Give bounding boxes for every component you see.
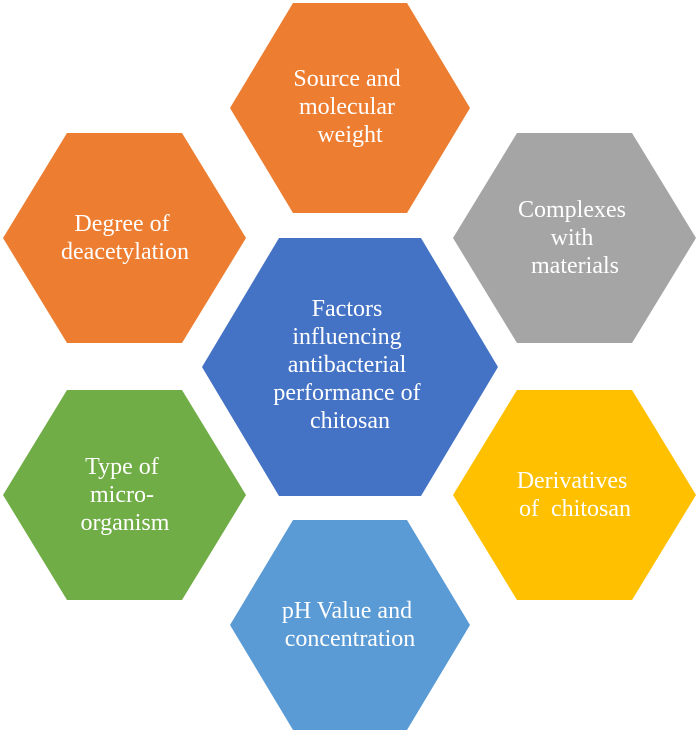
factor-hexagon-source: Source and molecular weight [230, 3, 470, 213]
factor-hexagon-derivatives: Derivatives of chitosan [453, 390, 696, 600]
factor-complexes-label: Complexes with materials [518, 197, 632, 279]
factor-microorganism-label: Type of micro- organism [81, 454, 170, 536]
factor-label-line: Derivatives [517, 468, 628, 494]
factor-label-line: Degree of [74, 211, 169, 237]
factor-deacetylation-label: Degree of deacetylation [61, 211, 189, 265]
factor-hexagon-deacetylation: Degree of deacetylation [3, 133, 246, 343]
factor-label-line: concentration [285, 626, 416, 652]
factor-microorganism-shape [3, 390, 246, 600]
factor-deacetylation-shape [3, 133, 246, 343]
factor-complexes-shape [453, 133, 696, 343]
center-label-line: antibacterial [288, 352, 407, 378]
factor-label-line: with [551, 225, 594, 251]
factor-label-line: Complexes [518, 197, 626, 223]
center-hexagon: Factors influencing antibacterial perfor… [202, 238, 498, 496]
factor-derivatives-shape [453, 390, 696, 600]
factor-label-line: deacetylation [61, 239, 189, 265]
factor-label-line: molecular [299, 94, 395, 120]
factor-label-line: Type of [85, 454, 159, 480]
center-label-line: influencing [292, 324, 401, 350]
factor-label-line: of chitosan [519, 496, 631, 522]
factor-label-line: weight [317, 122, 383, 148]
center-label-line: chitosan [310, 408, 390, 434]
factor-label-line: Source and [293, 66, 400, 92]
center-label-line: Factors [312, 296, 383, 322]
center-label-line: performance of [273, 380, 420, 406]
center-hexagon-shape [202, 238, 498, 496]
factor-ph-label: pH Value and concentration [282, 598, 418, 652]
factor-hexagon-microorganism: Type of micro- organism [3, 390, 246, 600]
factor-source-shape [230, 3, 470, 213]
factor-hexagon-ph: pH Value and concentration [230, 520, 470, 730]
factor-hexagon-complexes: Complexes with materials [453, 133, 696, 343]
factor-label-line: materials [531, 253, 619, 279]
factor-label-line: micro- [90, 482, 154, 508]
center-hexagon-label: Factors influencing antibacterial perfor… [273, 296, 426, 434]
factor-label-line: pH Value and [282, 598, 412, 624]
factor-label-line: organism [81, 510, 170, 536]
factor-source-label: Source and molecular weight [293, 66, 406, 148]
factor-ph-shape [230, 520, 470, 730]
factor-derivatives-label: Derivatives of chitosan [517, 468, 634, 522]
